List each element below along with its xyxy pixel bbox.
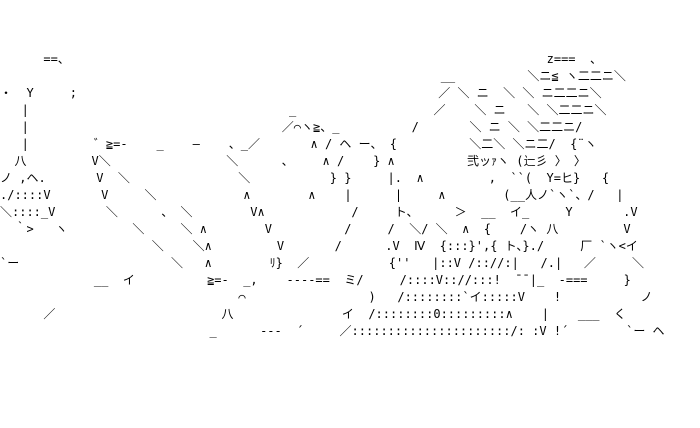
- art-line: | ゛≧=- _ ― 、_／ ∧ / ヘ ー、 { ＼二＼ ＼ニ二/ {¨ヽ: [0, 137, 597, 151]
- art-line: ・ Y ; ／ ＼ ニ ＼ ＼ ニ二二ニ＼: [0, 86, 602, 100]
- art-line: ⌒ ) /::::::::`イ:::::V ! ノ: [0, 290, 653, 304]
- art-line: ＼ ＼∧ V / .V Ⅳ {:::}',{ ト、}./ 厂 `ヽ<イ: [0, 239, 638, 253]
- art-line: | ／⌒ヽ≧、_ / ＼ ニ ＼ ＼二二ニ/: [0, 120, 583, 134]
- art-line: ／ 八 イ /::::::::0:::::::::∧ | ___ く: [0, 307, 626, 321]
- art-line: ノ ,ヘ. V ＼ ＼ } } |. ∧ , ``( Y=ヒ} {: [0, 171, 610, 185]
- art-line: 八 V＼ ＼ 、 ∧ / } ∧ 弐ッｧヽ (辷彡 〉 〉: [0, 154, 586, 168]
- art-line: _ --- ´ ／::::::::::::::::::::::/: :V !´ …: [0, 324, 665, 338]
- art-line: `ー ＼ ∧ ﾘ} ／ {'' |::V /:://:| /.| ／ ＼: [0, 256, 644, 270]
- art-line: __ ＼ニ≦ ヽ二二ニ＼: [0, 69, 626, 83]
- art-line: | _ ／ ＼ ニ ＼ ＼二二ニ＼: [0, 103, 607, 117]
- art-line: ./::::V V ＼ ∧ ∧ | | ∧ (__人ノ`ヽ`、/ |: [0, 188, 624, 202]
- art-line: __ イ ≧=- _, ----== ミ/ /::::V:://:::! ¯¯|…: [0, 273, 631, 287]
- art-line: ＼::::_V ＼ 、 ＼ V∧ / ト、 ＞ __ イ_ Y .V: [0, 205, 638, 219]
- art-line: ｀> ヽ ＼ ＼ ∧ V / / ＼/ ＼ ∧ { /ヽ 八 V: [0, 222, 631, 236]
- art-line: ==、 z=== 、: [0, 52, 602, 66]
